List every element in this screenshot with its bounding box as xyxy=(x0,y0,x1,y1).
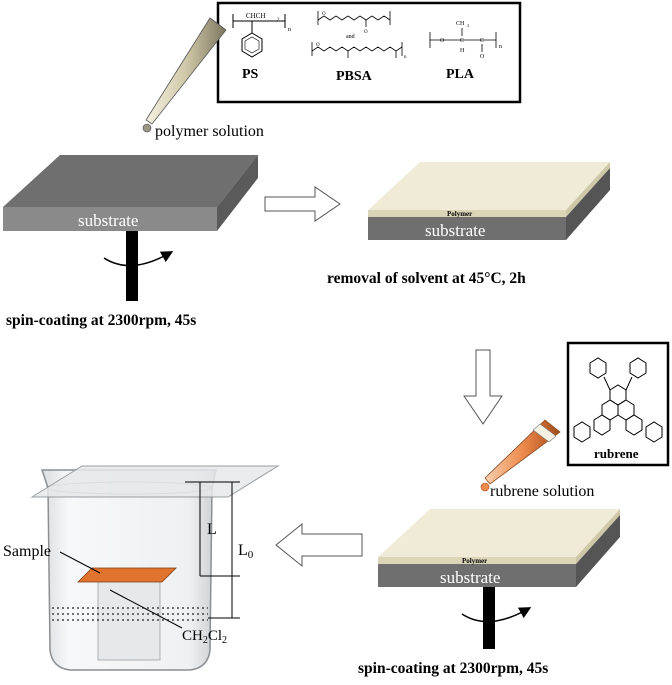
pipette-rubrene: rubrene solution xyxy=(480,419,594,500)
polymer-layer-label-2: Polymer xyxy=(462,557,487,565)
rubrene-solution-label: rubrene solution xyxy=(490,483,594,500)
rotation-arrow-1 xyxy=(103,251,174,267)
substrate-1-label: substrate xyxy=(78,211,138,230)
pbsa-label: PBSA xyxy=(336,69,373,84)
arrow-left xyxy=(275,522,363,568)
pla-ch3: CH xyxy=(456,21,465,27)
sample-label: Sample xyxy=(3,543,51,560)
pbsa-structure: O O and n O PBSA xyxy=(311,11,407,84)
ps-label: PS xyxy=(242,67,259,82)
pla-label: PLA xyxy=(446,67,475,82)
pla-c1: C xyxy=(460,38,464,44)
polymer-structures-box: CHCH 2 n PS O O and n O PBSA xyxy=(216,1,522,104)
length-L-label: L xyxy=(207,521,217,538)
pla-o: O xyxy=(440,38,445,44)
substrate-2-label: substrate xyxy=(425,221,485,240)
spin-coating-2-label: spin-coating at 2300rpm, 45s xyxy=(358,660,548,677)
dimension-lines xyxy=(109,481,240,629)
pbsa-o3: O xyxy=(316,43,320,48)
pla-n: n xyxy=(499,44,502,50)
ps-n-text: n xyxy=(288,27,291,33)
pbsa-n: n xyxy=(404,55,407,60)
pipette-polymer: polymer solution xyxy=(142,17,264,140)
spin-coating-1-label: spin-coating at 2300rpm, 45s xyxy=(6,312,196,329)
substrate-3-label: substrate xyxy=(440,568,500,587)
substrate-3: Polymer substrate xyxy=(378,509,620,587)
substrate-1: substrate xyxy=(3,155,258,231)
length-L0-label: L0 xyxy=(238,542,254,561)
spin-shaft-2 xyxy=(483,587,495,649)
pla-h: H xyxy=(460,48,465,54)
arrow-right-1 xyxy=(264,186,341,222)
sample-leader-line xyxy=(59,551,101,574)
solvent-removal-label: removal of solvent at 45°C, 2h xyxy=(327,270,526,287)
pla-c2: C xyxy=(480,38,484,44)
polymer-layer-label-1: Polymer xyxy=(447,210,472,218)
pbsa-and: and xyxy=(346,34,355,40)
rubrene-box: rubrene xyxy=(566,341,670,467)
rotation-arrow-2 xyxy=(461,607,532,623)
pla-ch3-sub: 3 xyxy=(467,23,469,28)
pbsa-o1: O xyxy=(322,12,326,17)
polymer-solution-label: polymer solution xyxy=(155,123,264,140)
beaker xyxy=(30,465,280,671)
rubrene-label: rubrene xyxy=(594,446,639,461)
ps-structure: CHCH 2 n PS xyxy=(232,12,291,82)
ps-sub-text: 2 xyxy=(277,18,280,23)
solvent-label: CH2Cl2 xyxy=(182,628,227,646)
pbsa-o2: O xyxy=(364,30,368,35)
pla-structure: O C C CH 3 H O n PLA xyxy=(429,21,502,82)
pla-o2: O xyxy=(480,54,485,60)
substrate-2: Polymer substrate xyxy=(368,162,610,240)
arrow-down xyxy=(463,349,503,425)
ps-group-text: CHCH xyxy=(246,12,265,20)
